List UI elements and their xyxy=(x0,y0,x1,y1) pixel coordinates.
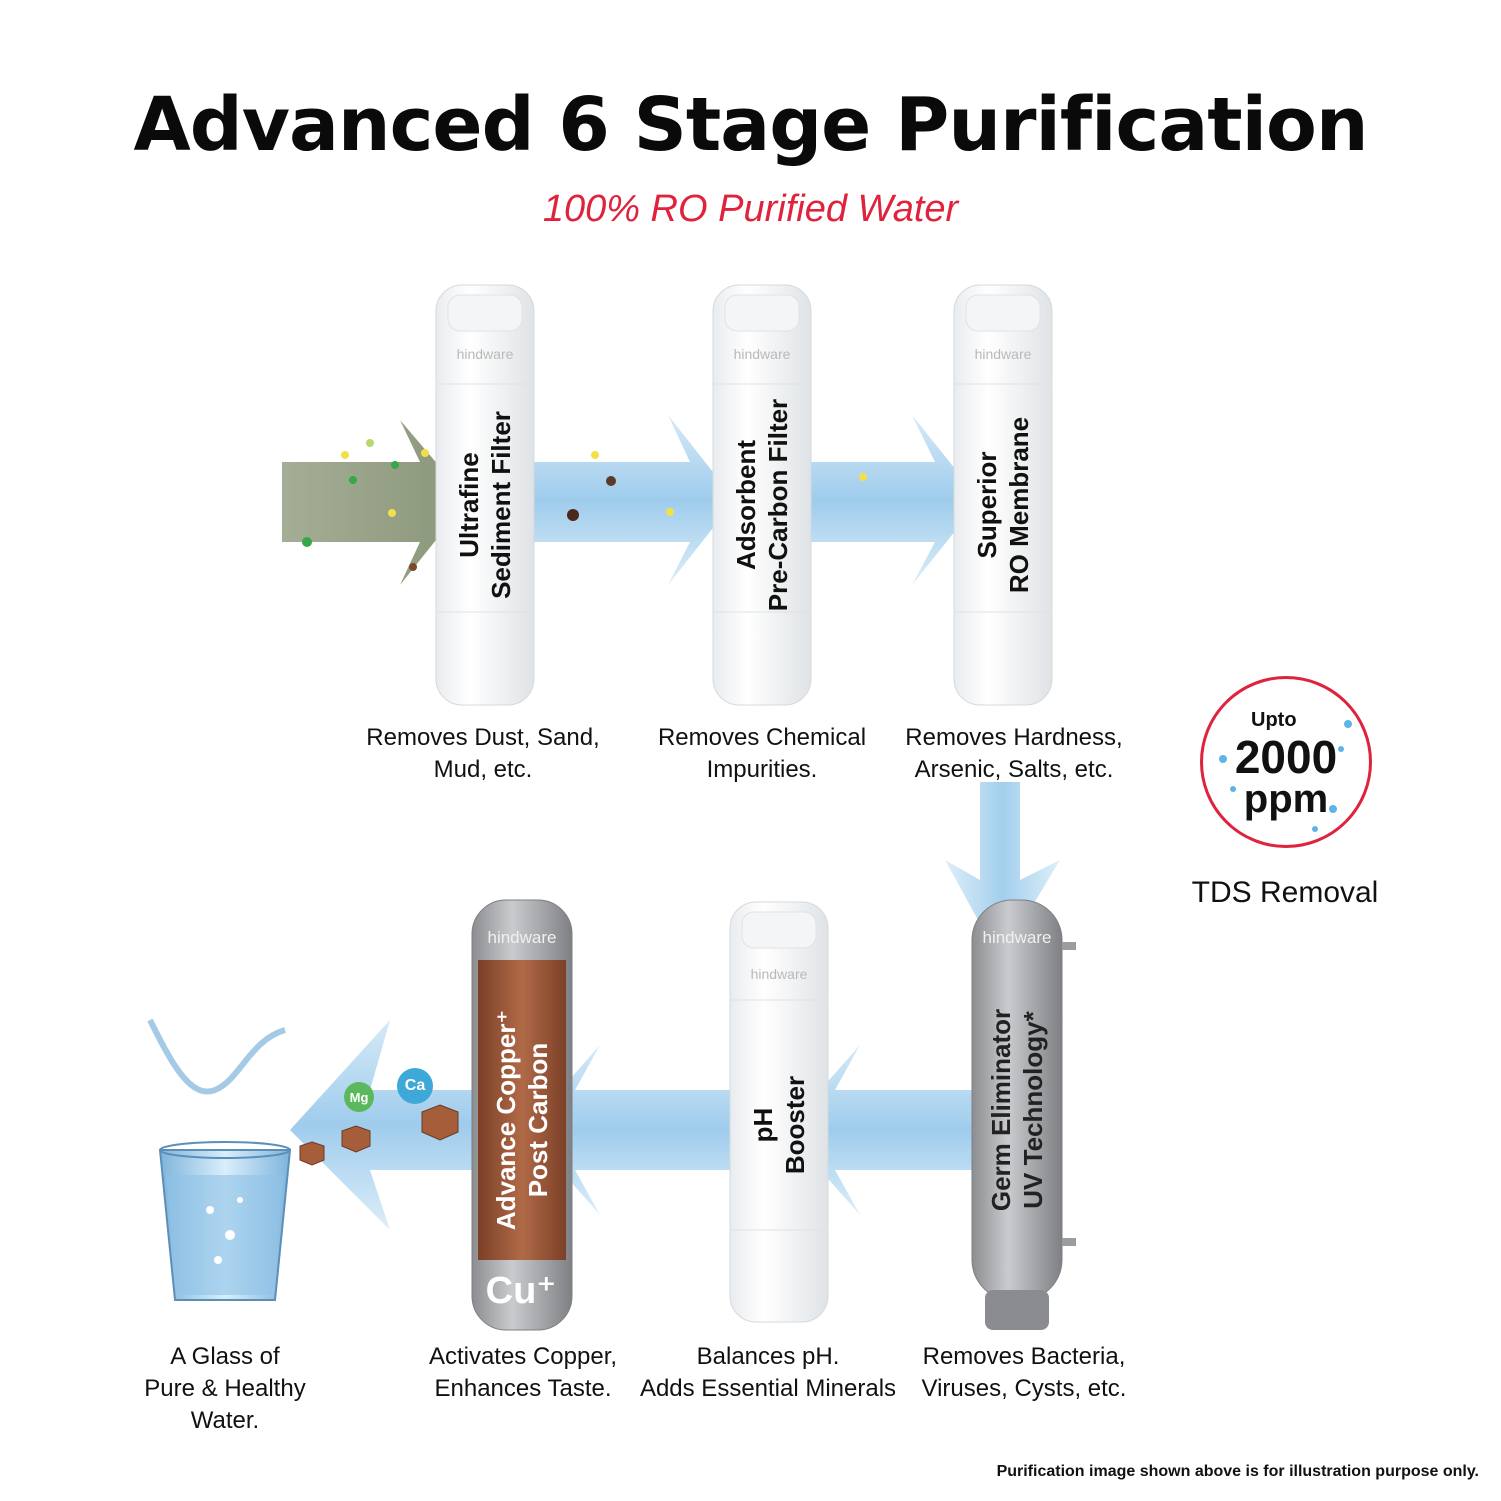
page-title: Advanced 6 Stage Purification xyxy=(133,82,1368,168)
copper-badge: Cu⁺ xyxy=(485,1270,557,1312)
ion-ca: Ca xyxy=(397,1068,433,1104)
stage-desc-copper: Activates Copper,Enhances Taste. xyxy=(428,1343,618,1402)
top-water-flow xyxy=(282,415,980,585)
brand-logo: hindware xyxy=(456,346,514,362)
tds-upto: Upto xyxy=(1251,709,1297,731)
stage-label-copper: Advance Copper⁺Post Carbon xyxy=(491,1009,553,1231)
tds-unit: ppm xyxy=(1243,777,1329,821)
brand-logo: hindware xyxy=(733,346,791,362)
water-glass-illustration xyxy=(147,1018,292,1301)
brand-logo: hindware xyxy=(982,928,1052,947)
brand-logo: hindware xyxy=(750,966,808,982)
stage-desc-uv: Removes Bacteria,Viruses, Cysts, etc. xyxy=(921,1343,1127,1402)
stage-desc-sediment: Removes Dust, Sand,Mud, etc. xyxy=(366,724,600,783)
tds-badge: Upto 2000 ppm xyxy=(1200,676,1372,848)
ro-membrane-cartridge xyxy=(953,284,1053,706)
uv-lamp-unit xyxy=(971,899,1076,1330)
stage-desc-ro-membrane: Removes Hardness,Arsenic, Salts, etc. xyxy=(905,724,1123,783)
brand-logo: hindware xyxy=(974,346,1032,362)
copper-particles xyxy=(299,1104,459,1166)
tds-bubbles xyxy=(1219,720,1352,832)
footnote: Purification image shown above is for il… xyxy=(996,1463,1479,1480)
pre-carbon-filter-cartridge xyxy=(712,284,812,706)
tds-value: 2000 xyxy=(1234,731,1338,783)
tds-caption: TDS Removal xyxy=(1191,876,1379,909)
bottom-water-flow xyxy=(290,782,1060,1230)
ion-mg: Mg xyxy=(344,1082,374,1112)
brand-logo: hindware xyxy=(487,928,557,947)
sediment-filter-cartridge xyxy=(435,284,535,706)
page-subtitle: 100% RO Purified Water xyxy=(542,188,959,230)
stage-desc-ph-booster: Balances pH.Adds Essential Minerals xyxy=(639,1343,897,1402)
ph-booster-cartridge xyxy=(729,901,829,1323)
copper-post-carbon-cartridge xyxy=(471,899,573,1331)
